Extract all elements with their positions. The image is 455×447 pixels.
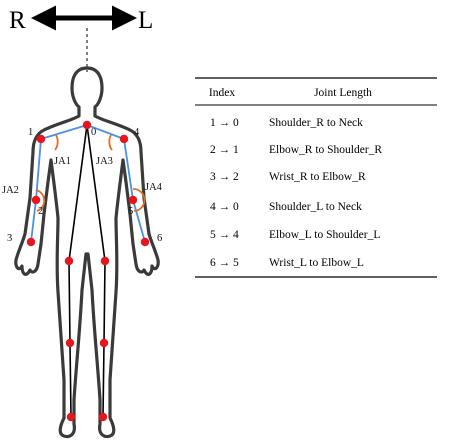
- joint-wrist-l: [141, 238, 149, 246]
- angle-label-ja4: JA4: [145, 182, 163, 193]
- joint-label-6: 6: [157, 233, 162, 244]
- table-cell-index: 1 → 0: [210, 117, 239, 129]
- joint-label-4: 4: [134, 127, 140, 138]
- table-cell-length: Elbow_R to Shoulder_R: [269, 144, 382, 156]
- joint-label-0: 0: [91, 127, 96, 138]
- table-cell-index: 5 → 4: [210, 229, 239, 241]
- direction-left-label: L: [138, 7, 153, 34]
- table-cell-length: Elbow_L to Shoulder_L: [269, 229, 380, 241]
- table-cell-index: 6 → 5: [210, 257, 239, 269]
- joint-knee-l: [100, 339, 108, 347]
- joint-hip-l: [101, 257, 109, 265]
- table-header-joint-length: Joint Length: [314, 87, 372, 99]
- ja3-arc: [109, 135, 112, 150]
- table-cell-length: Shoulder_R to Neck: [269, 117, 363, 129]
- ja1-arc: [55, 135, 58, 150]
- joints: [27, 121, 149, 421]
- direction-right-label: R: [9, 7, 26, 34]
- joint-label-3: 3: [7, 233, 12, 244]
- table-cell-length: Wrist_L to Elbow_L: [269, 257, 364, 269]
- table-cell-index: 3 → 2: [210, 171, 239, 183]
- joint-ankle-r: [67, 413, 75, 421]
- joint-ankle-l: [99, 413, 107, 421]
- joint-wrist-r: [27, 238, 35, 246]
- table-header-index: Index: [209, 87, 235, 99]
- angle-label-ja2: JA2: [2, 185, 19, 196]
- joint-hip-r: [65, 257, 73, 265]
- table-cell-index: 4 → 0: [210, 201, 239, 213]
- table-cell-index: 2 → 1: [210, 144, 239, 156]
- joint-neck: [83, 121, 91, 129]
- joint-label-1: 1: [28, 127, 33, 138]
- joint-shoulder-l: [120, 135, 128, 143]
- joint-label-5: 5: [128, 206, 133, 217]
- joint-label-2: 2: [38, 206, 43, 217]
- joint-elbow-r: [32, 196, 40, 204]
- joint-elbow-l: [129, 196, 137, 204]
- angle-label-ja1: JA1: [54, 156, 71, 167]
- angle-label-ja3: JA3: [96, 156, 113, 167]
- joint-shoulder-r: [37, 135, 45, 143]
- joint-length-table: Index Joint Length 1 → 0 Shoulder_R to N…: [195, 78, 437, 277]
- joint-knee-r: [66, 339, 74, 347]
- table-cell-length: Shoulder_L to Neck: [269, 201, 362, 213]
- table-cell-length: Wrist_R to Elbow_R: [269, 171, 366, 183]
